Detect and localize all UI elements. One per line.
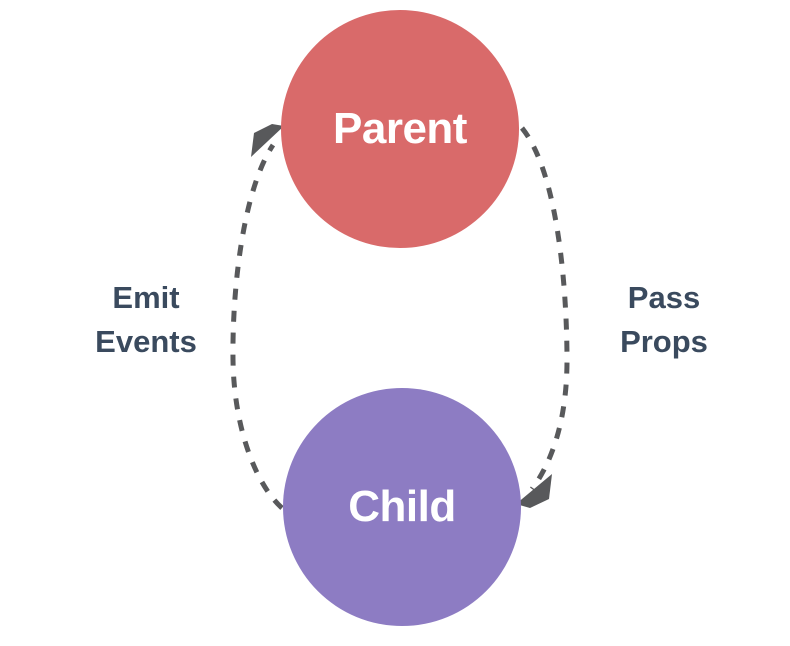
edge-pass-props xyxy=(516,126,570,508)
edge-label-pass-props: Pass Props xyxy=(620,280,708,360)
edge-label-emit-events: Emit Events xyxy=(95,280,197,360)
node-child[interactable]: Child xyxy=(283,388,521,626)
emit-events-curve xyxy=(230,143,284,510)
node-parent[interactable]: Parent xyxy=(281,10,519,248)
pass-props-arrowhead xyxy=(516,474,552,508)
node-parent-label: Parent xyxy=(333,104,467,153)
edge-emit-events xyxy=(230,124,284,510)
pass-props-curve xyxy=(520,126,570,491)
node-child-label: Child xyxy=(348,482,456,531)
emit-events-arrowhead xyxy=(251,124,284,157)
